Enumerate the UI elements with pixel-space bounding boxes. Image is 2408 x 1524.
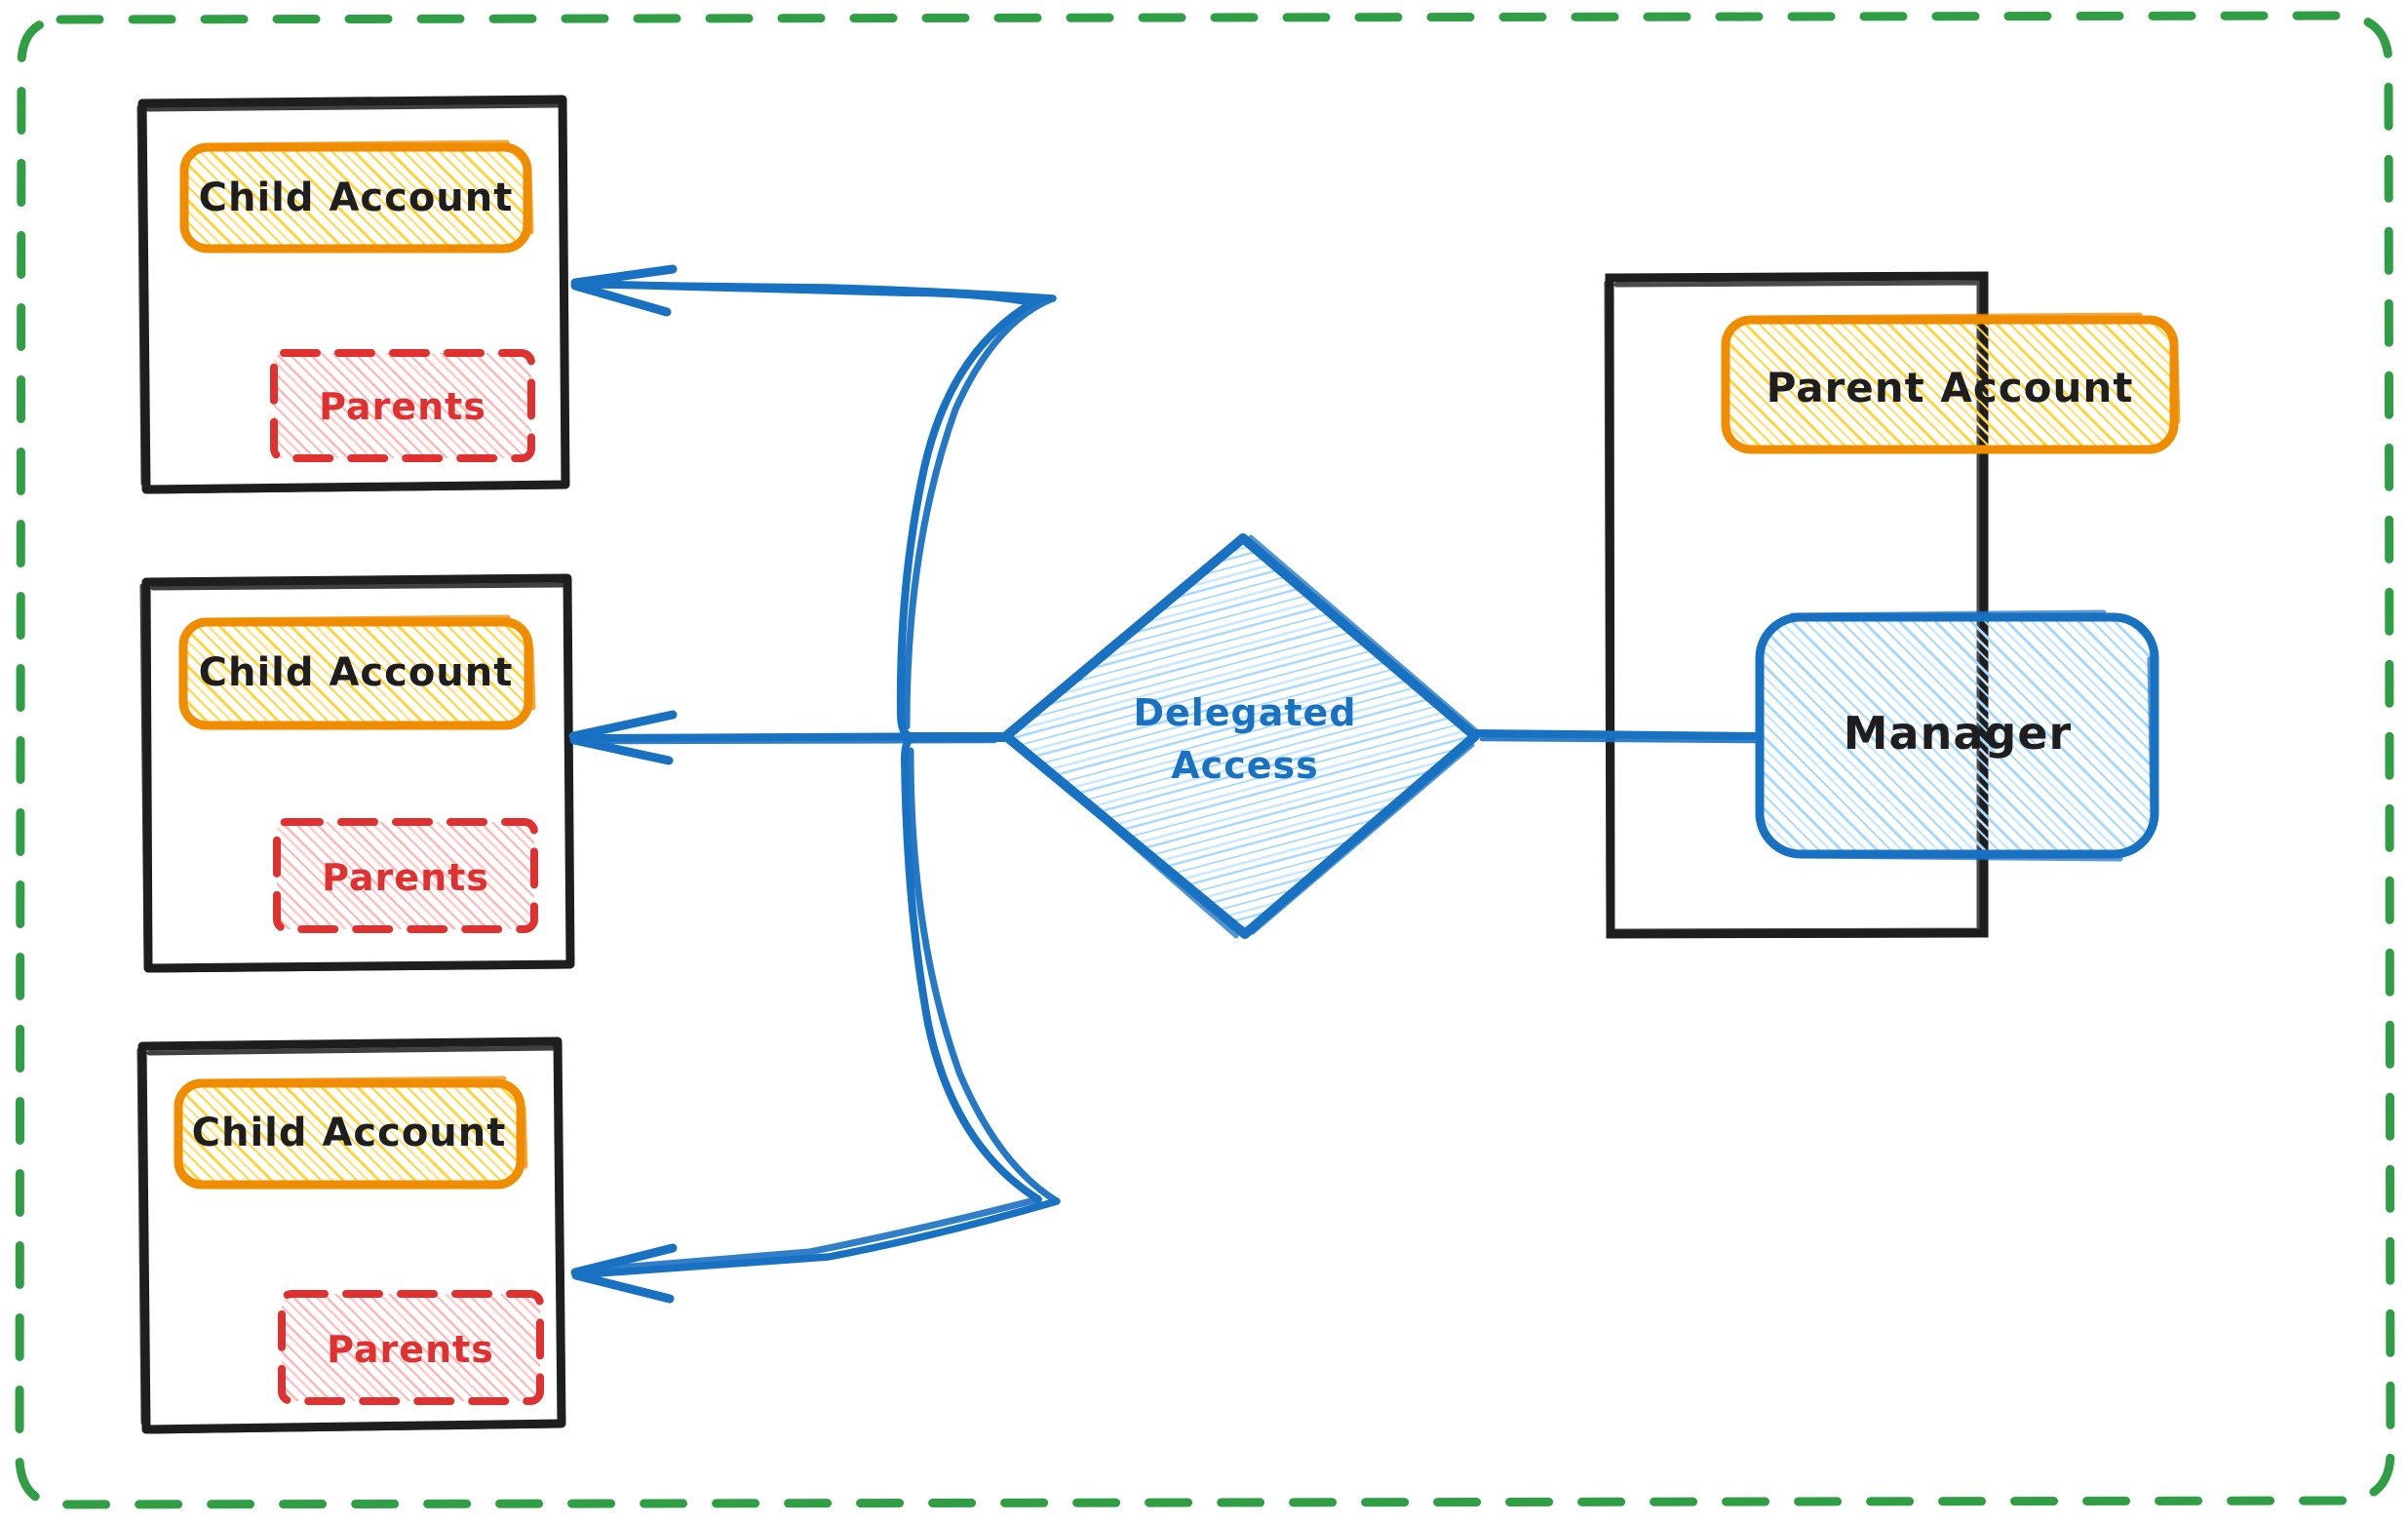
manager-box[interactable]: Manager xyxy=(1755,609,2159,862)
child-account-label-3: Child Account xyxy=(192,1111,507,1155)
parents-box-3[interactable]: Parents xyxy=(278,1290,544,1405)
parents-label-3: Parents xyxy=(327,1328,494,1371)
parent-account-label: Parent Account xyxy=(1767,364,2134,411)
edge-delegated-to-child-1 xyxy=(570,264,1057,740)
child-account-label-2: Child Account xyxy=(199,650,514,695)
child-account-box-2[interactable]: Child Account xyxy=(178,614,536,730)
child-account-box-1[interactable]: Child Account xyxy=(179,139,534,254)
parent-account-box[interactable]: Parent Account xyxy=(1721,312,2181,454)
manager-label: Manager xyxy=(1844,707,2072,760)
delegated-access-diamond[interactable]: Delegated Access xyxy=(1001,533,1482,939)
delegated-access-label-line1: Delegated xyxy=(1133,691,1356,734)
edge-delegated-to-child-3 xyxy=(570,734,1061,1304)
organization-boundary-frame xyxy=(15,11,2395,1509)
child-account-label-1: Child Account xyxy=(199,176,514,220)
parents-box-1[interactable]: Parents xyxy=(270,349,535,462)
delegated-access-label-line2: Access xyxy=(1171,744,1318,787)
child-account-box-3[interactable]: Child Account xyxy=(174,1075,528,1190)
edge-manager-to-delegated xyxy=(1471,729,1764,744)
parents-label-2: Parents xyxy=(322,856,489,899)
parents-label-1: Parents xyxy=(319,385,486,428)
parents-box-2[interactable]: Parents xyxy=(273,818,538,933)
